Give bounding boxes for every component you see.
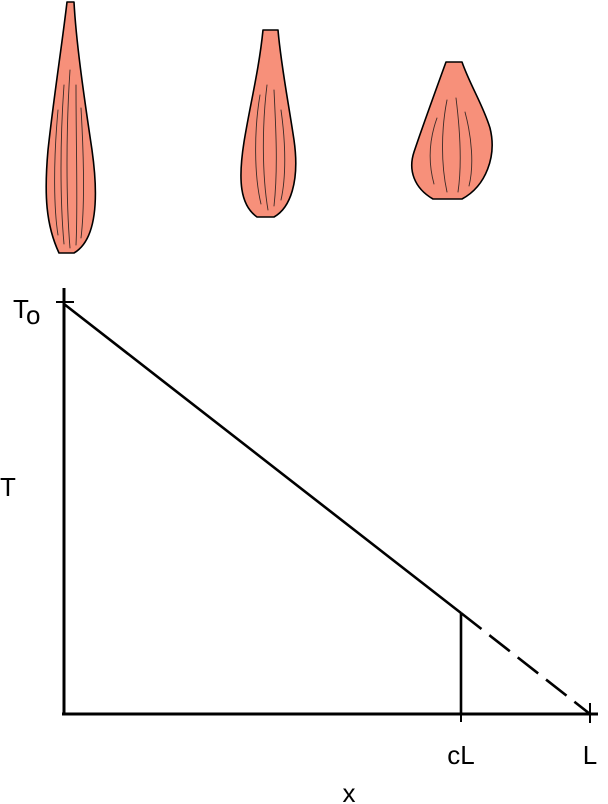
- tension-graph: To T cL L x: [0, 288, 598, 804]
- tension-profile-extrapolation: [460, 611, 591, 716]
- y-axis-label: T: [0, 472, 16, 502]
- x-tick-label-end: L: [583, 740, 597, 770]
- tension-profile-line: [63, 302, 462, 615]
- medium-muscle-icon: [240, 29, 297, 218]
- short-muscle-icon: [410, 61, 493, 200]
- x-axis-label: x: [343, 778, 356, 804]
- origin-tick-label: To: [13, 294, 40, 330]
- long-muscle-icon: [45, 1, 97, 254]
- x-tick-label-cut: cL: [447, 740, 474, 770]
